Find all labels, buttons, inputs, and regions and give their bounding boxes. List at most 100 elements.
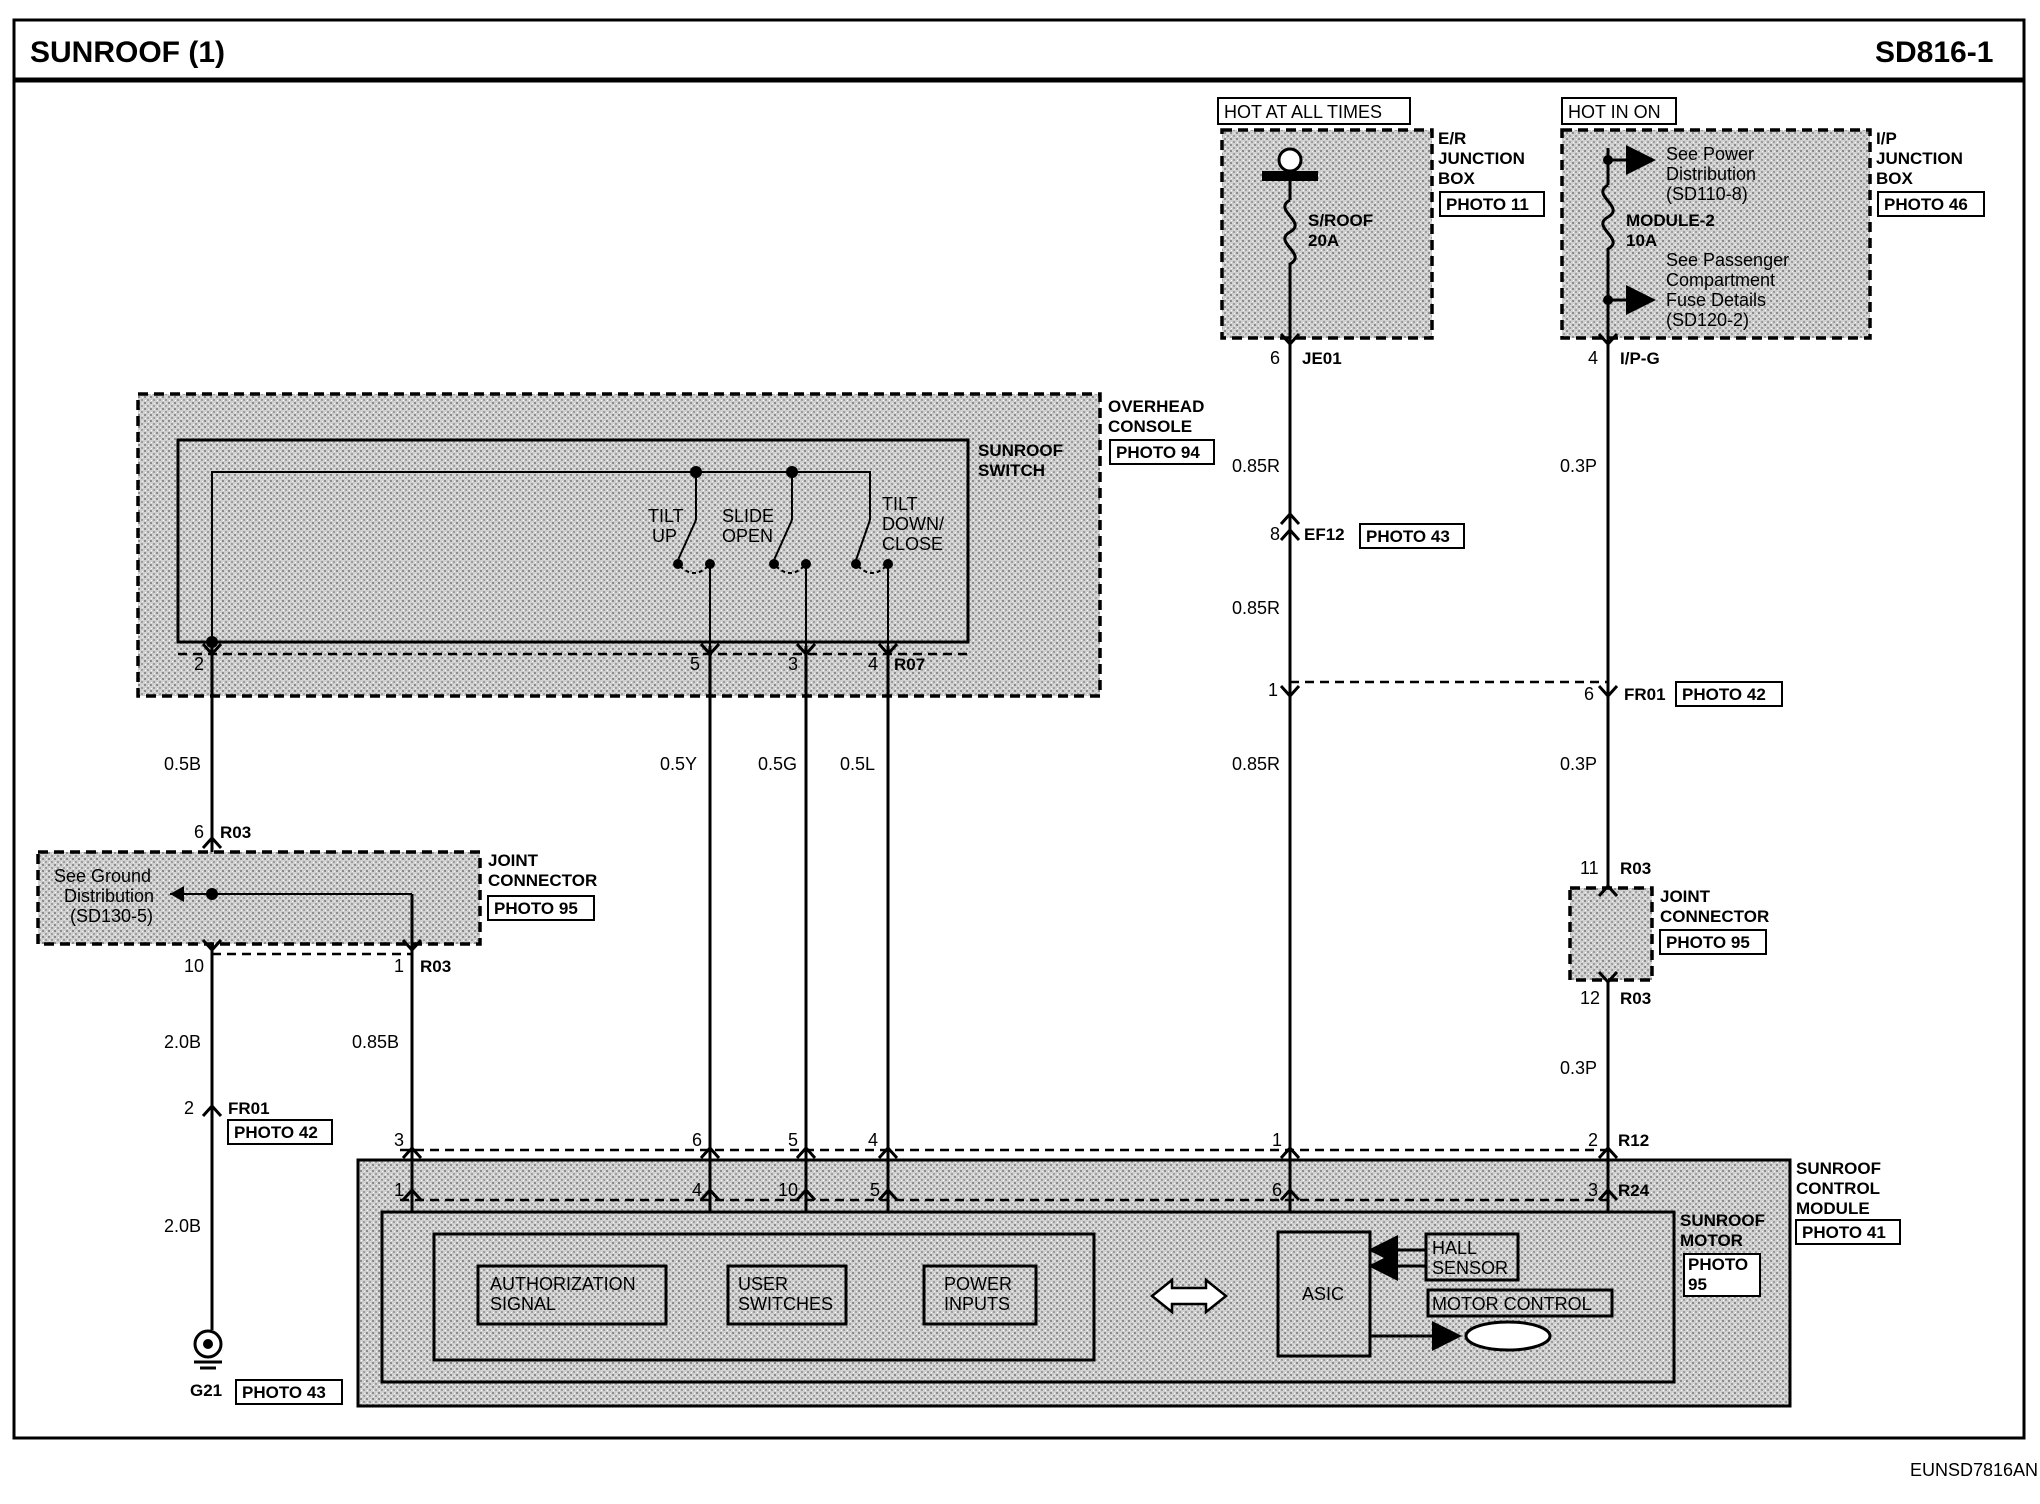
fr01l-photo: PHOTO 42: [234, 1123, 318, 1142]
r12-pin-4: 4: [868, 1130, 878, 1150]
ground-label: G21: [190, 1381, 222, 1400]
r12-pin-3: 3: [394, 1130, 404, 1150]
wire-2.0b-b: 2.0B: [164, 1216, 201, 1236]
console-pin-2: 2: [194, 654, 204, 674]
switch-slide-open-icon: [769, 466, 811, 646]
r24-pin-10: 10: [778, 1180, 798, 1200]
r12-pin-2: 2: [1588, 1130, 1598, 1150]
diagram-code: SD816-1: [1875, 36, 1993, 69]
jl-pin-bl: 10: [184, 956, 204, 976]
wire-0.85b: 0.85B: [352, 1032, 399, 1052]
r12-conn: R12: [1618, 1131, 1649, 1150]
fr01l-conn: FR01: [228, 1099, 270, 1118]
sw3-label-3: CLOSE: [882, 534, 943, 554]
module-name-3: MODULE: [1796, 1199, 1870, 1218]
r24-conn: R24: [1618, 1181, 1650, 1200]
ip-junction-box: HOT IN ON I/P JUNCTION BOX PHOTO 46 See …: [1560, 97, 1985, 340]
console-photo: PHOTO 94: [1116, 443, 1200, 462]
r24-pin-1: 1: [394, 1180, 404, 1200]
fr01l-pin: 2: [184, 1098, 194, 1118]
fuse-module2-label-1: MODULE-2: [1626, 211, 1715, 230]
r24-pin-3: 3: [1588, 1180, 1598, 1200]
bus-terminal-icon: [1277, 147, 1303, 173]
console-pin-4: 4: [868, 654, 878, 674]
ip-box-photo: PHOTO 46: [1884, 195, 1968, 214]
see-power-2: Distribution: [1666, 164, 1756, 184]
auth-label-1: AUTHORIZATION: [490, 1274, 636, 1294]
er-box-name-3: BOX: [1438, 169, 1476, 188]
module-pins: 3 6 5 4 1 2 R12 1 4 10 5 6 3 R24: [394, 1130, 1650, 1212]
jl-conn-bottom: R03: [420, 957, 451, 976]
jr-name-1: JOINT: [1660, 887, 1711, 906]
see-power-3: (SD110-8): [1666, 184, 1748, 204]
overhead-console: OVERHEAD CONSOLE PHOTO 94 SUNROOF SWITCH…: [136, 392, 1215, 698]
r24-pin-4: 4: [692, 1180, 702, 1200]
jl-name-2: CONNECTOR: [488, 871, 597, 890]
jr-name-2: CONNECTOR: [1660, 907, 1769, 926]
hall-label-1: HALL: [1432, 1238, 1477, 1258]
motor-control-label: MOTOR CONTROL: [1432, 1294, 1592, 1314]
page-title: SUNROOF (1): [30, 36, 225, 69]
motor-photo-1: PHOTO: [1688, 1255, 1748, 1274]
sw3-label-1: TILT: [882, 494, 918, 514]
fr01-pin-b: 6: [1584, 684, 1594, 704]
user-label-1: USER: [738, 1274, 788, 1294]
jl-name-1: JOINT: [488, 851, 539, 870]
title-bar: SUNROOF (1) SD816-1: [12, 18, 2026, 1440]
ip-box-name-1: I/P: [1876, 129, 1897, 148]
switch-tilt-up-icon: [673, 466, 715, 646]
hall-label-2: SENSOR: [1432, 1258, 1508, 1278]
motor-name-2: MOTOR: [1680, 1231, 1743, 1250]
er-junction-box: HOT AT ALL TIMES E/R JUNCTION BOX PHOTO …: [1217, 97, 1545, 340]
auth-label-2: SIGNAL: [490, 1294, 556, 1314]
wire-2.0b-a: 2.0B: [164, 1032, 201, 1052]
je01-pin: 6: [1270, 348, 1280, 368]
r12-pin-1: 1: [1272, 1130, 1282, 1150]
fuse-sroof-icon: [1283, 181, 1297, 340]
switch-tilt-down-close-icon: [851, 500, 893, 646]
ground-photo: PHOTO 43: [242, 1383, 326, 1402]
wire-0.5y: 0.5Y: [660, 754, 697, 774]
er-box-photo: PHOTO 11: [1446, 195, 1529, 214]
fr01-pin-a: 1: [1268, 680, 1278, 700]
footer-code: EUNSD7816AN: [1910, 1460, 2038, 1480]
fr01-photo: PHOTO 42: [1682, 685, 1766, 704]
wire-0.85r-c: 0.85R: [1232, 754, 1280, 774]
hot-in-on-label: HOT IN ON: [1568, 102, 1661, 122]
wire-0.5b: 0.5B: [164, 754, 201, 774]
r12-pin-5: 5: [788, 1130, 798, 1150]
see-ground-2: Distribution: [64, 886, 154, 906]
module-photo: PHOTO 41: [1802, 1223, 1886, 1242]
see-pass-2: Compartment: [1666, 270, 1775, 290]
console-pin-3: 3: [788, 654, 798, 674]
jr-photo: PHOTO 95: [1666, 933, 1750, 952]
see-ground-3: (SD130-5): [70, 906, 153, 926]
fr01-conn: FR01: [1624, 685, 1666, 704]
r12-pin-6: 6: [692, 1130, 702, 1150]
see-pass-3: Fuse Details: [1666, 290, 1766, 310]
sw1-label-2: UP: [652, 526, 677, 546]
jl-pin-top: 6: [194, 822, 204, 842]
console-name-2: CONSOLE: [1108, 417, 1192, 436]
wire-0.5g: 0.5G: [758, 754, 797, 774]
ipg-conn: I/P-G: [1620, 349, 1660, 368]
jr-pin-top: 11: [1580, 858, 1599, 878]
motor-name-1: SUNROOF: [1680, 1211, 1765, 1230]
module-name-1: SUNROOF: [1796, 1159, 1881, 1178]
ipg-pin: 4: [1588, 348, 1598, 368]
asic-label: ASIC: [1302, 1284, 1344, 1304]
ip-box-name-2: JUNCTION: [1876, 149, 1963, 168]
ef12-pin: 8: [1270, 524, 1280, 544]
wire-0.85r-b: 0.85R: [1232, 598, 1280, 618]
sw2-label-1: SLIDE: [722, 506, 774, 526]
console-name-1: OVERHEAD: [1108, 397, 1204, 416]
power-in-label-1: POWER: [944, 1274, 1012, 1294]
see-pass-1: See Passenger: [1666, 250, 1789, 270]
console-pin-5: 5: [690, 654, 700, 674]
fuse-sroof-label-1: S/ROOF: [1308, 211, 1373, 230]
sunroof-control-module: SUNROOF CONTROL MODULE PHOTO 41 SUNROOF …: [356, 1148, 1901, 1408]
wire-0.5l: 0.5L: [840, 754, 875, 774]
joint-connector-left: JOINT CONNECTOR PHOTO 95 See Ground Dist…: [36, 850, 597, 1150]
motor-icon: [1464, 1320, 1552, 1352]
